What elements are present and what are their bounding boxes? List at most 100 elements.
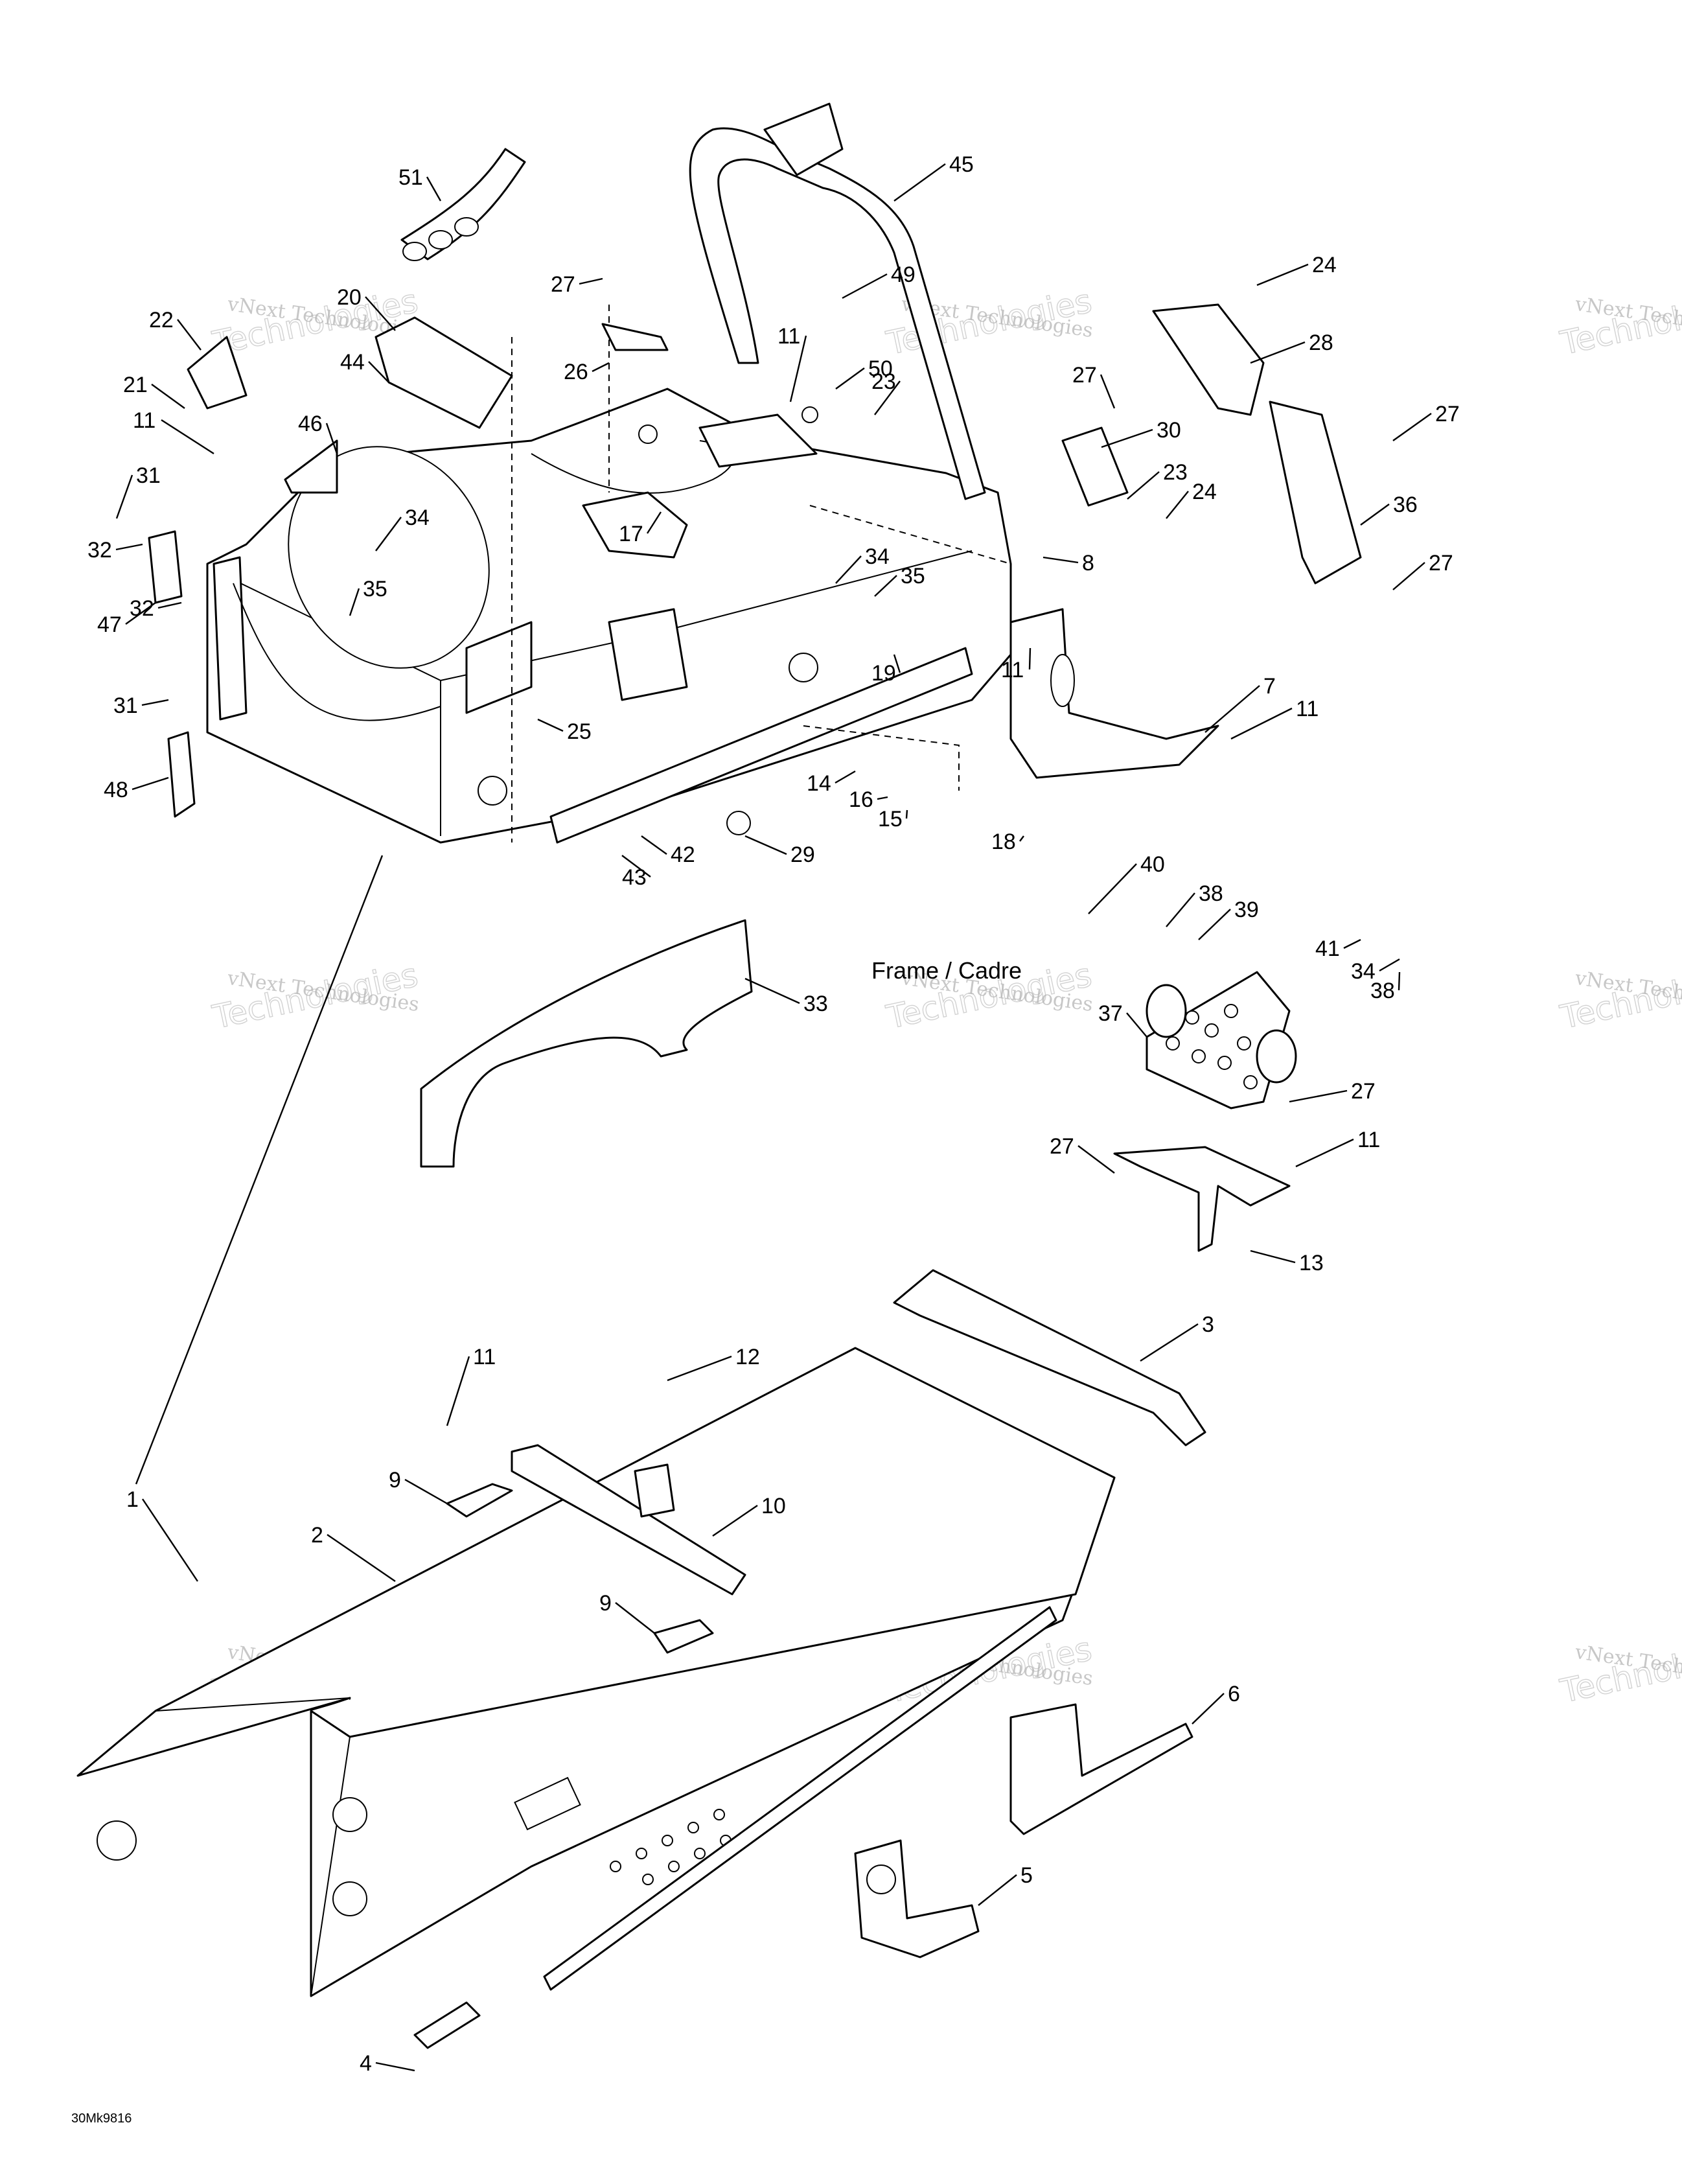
callout-leader <box>115 474 133 519</box>
callout-24: 24 <box>1312 253 1337 277</box>
callout-23: 23 <box>1163 460 1188 485</box>
callout-37: 37 <box>1098 1001 1123 1026</box>
callout-leader <box>1250 1249 1296 1264</box>
callout-33: 33 <box>803 992 828 1016</box>
callout-11: 11 <box>1357 1128 1380 1152</box>
footplate-37-drawing <box>1146 971 1297 1109</box>
callout-leader <box>1100 374 1116 409</box>
callout-leader <box>1398 971 1401 991</box>
bracket-28-drawing <box>1152 303 1265 416</box>
callout-leader <box>327 1534 396 1582</box>
callout-leader <box>1101 428 1153 448</box>
callout-leader <box>446 1356 470 1426</box>
callout-27: 27 <box>1429 551 1453 575</box>
bracket-5-hole <box>866 1865 896 1894</box>
callout-leader <box>1019 835 1024 842</box>
callout-2: 2 <box>311 1523 323 1548</box>
pad-9-a-drawing <box>446 1483 513 1518</box>
callout-leader <box>835 367 865 389</box>
callout-49: 49 <box>891 262 916 287</box>
callout-leader <box>142 1498 198 1582</box>
callout-27: 27 <box>551 272 575 297</box>
callout-leader <box>1360 504 1390 526</box>
callout-leader <box>1379 958 1400 972</box>
callout-4: 4 <box>360 2051 372 2076</box>
callout-5: 5 <box>1020 1863 1033 1888</box>
callout-leader <box>1256 263 1309 286</box>
callout-16: 16 <box>849 787 873 812</box>
callout-11: 11 <box>778 324 800 349</box>
callout-14: 14 <box>807 771 831 796</box>
callout-leader <box>646 511 662 534</box>
callout-leader <box>132 776 169 791</box>
callout-leader <box>1127 471 1160 500</box>
callout-leader <box>1295 1138 1354 1168</box>
callout-11: 11 <box>473 1345 496 1369</box>
pad-9-b-drawing <box>653 1619 714 1654</box>
callout-35: 35 <box>363 577 387 601</box>
callout-leader <box>426 176 442 202</box>
callout-31: 31 <box>113 693 138 718</box>
rod-4-drawing <box>413 2001 481 2049</box>
callout-27: 27 <box>1351 1079 1376 1104</box>
plate-3-drawing <box>893 1269 1206 1446</box>
callout-12: 12 <box>735 1345 760 1369</box>
callout-25: 25 <box>567 719 592 744</box>
callout-21: 21 <box>123 373 148 397</box>
watermark-line2: Technologies <box>1557 282 1682 362</box>
callout-leader <box>1230 707 1293 740</box>
callout-leader <box>1166 892 1195 927</box>
callout-leader <box>1126 1012 1147 1038</box>
callout-24: 24 <box>1192 480 1217 504</box>
callout-23: 23 <box>871 369 896 394</box>
callout-leader <box>177 319 202 351</box>
callout-41: 41 <box>1315 936 1340 961</box>
callout-leader <box>1343 938 1361 949</box>
callout-leader <box>1198 909 1231 940</box>
callout-27: 27 <box>1072 363 1097 388</box>
callout-leader <box>161 419 214 455</box>
callout-11: 11 <box>1001 658 1024 682</box>
callout-leader <box>789 335 807 402</box>
callout-leader <box>835 555 862 584</box>
callout-51: 51 <box>398 165 423 190</box>
callout-leader <box>667 1355 732 1382</box>
callout-leader <box>978 1874 1017 1906</box>
tunnel-2-drawing <box>76 1347 1116 1997</box>
callout-29: 29 <box>790 842 815 867</box>
callout-leader <box>712 1505 758 1537</box>
bracket-36-drawing <box>1269 401 1362 585</box>
bracket-46-drawing <box>284 439 338 494</box>
callout-leader <box>621 855 651 877</box>
callout-17: 17 <box>619 522 643 546</box>
callout-27: 27 <box>1050 1134 1074 1159</box>
callout-leader <box>893 163 946 202</box>
upper-frame-drawing <box>206 305 1219 844</box>
callout-34: 34 <box>1351 959 1376 984</box>
callout-leader <box>1250 341 1306 364</box>
callout-leader <box>151 384 185 409</box>
callout-11: 11 <box>1296 697 1319 721</box>
bracket-5-drawing <box>854 1839 980 1958</box>
callout-leader <box>1289 1089 1348 1103</box>
callout-40: 40 <box>1140 852 1165 877</box>
callout-38: 38 <box>1199 881 1223 906</box>
callout-34: 34 <box>405 505 430 530</box>
callout-layer: 1234567899101111111111111213141516171819… <box>87 152 1460 2076</box>
callout-6: 6 <box>1228 1682 1240 1706</box>
callout-8: 8 <box>1082 551 1094 575</box>
callout-19: 19 <box>871 661 896 686</box>
bracket-26-drawing <box>601 323 669 351</box>
callout-leader <box>641 835 667 855</box>
callout-leader <box>744 977 800 1005</box>
callout-20: 20 <box>337 285 362 310</box>
callout-leader <box>874 575 897 597</box>
callout-43: 43 <box>622 865 647 890</box>
callout-44: 44 <box>340 350 365 375</box>
callout-32: 32 <box>130 596 154 621</box>
callout-15: 15 <box>878 807 903 831</box>
bracket-30-drawing <box>1061 426 1129 507</box>
callout-27: 27 <box>1435 402 1460 426</box>
callout-38: 38 <box>1370 979 1395 1003</box>
